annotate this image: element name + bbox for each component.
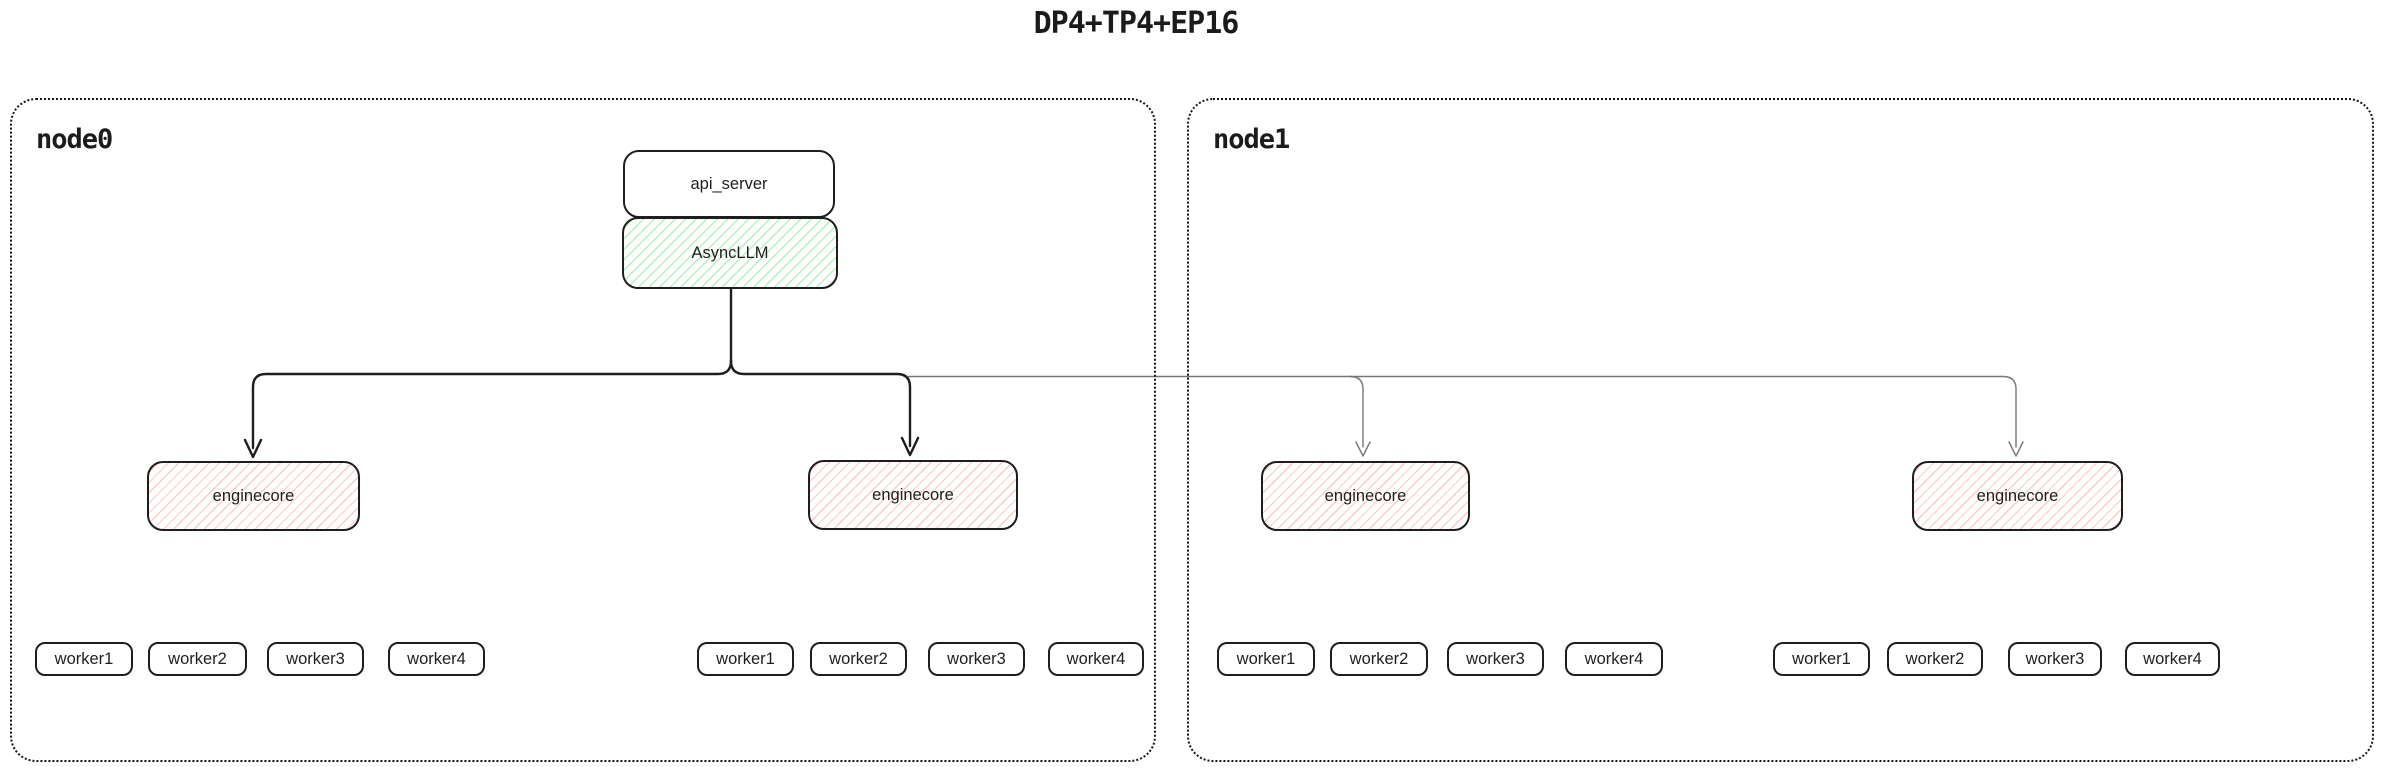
worker-box: worker1 — [1773, 642, 1870, 676]
node1-enginecore-2: enginecore — [1912, 461, 2123, 531]
worker-box: worker2 — [148, 642, 247, 676]
worker-box: worker4 — [2125, 642, 2220, 676]
worker-label: worker1 — [716, 649, 775, 668]
worker-label: worker2 — [1905, 649, 1965, 668]
enginecore-label: enginecore — [1976, 486, 2059, 505]
api-server-label: api_server — [690, 174, 768, 193]
worker-box: worker2 — [1887, 642, 1983, 676]
worker-label: worker4 — [1066, 649, 1126, 668]
worker-box: worker3 — [928, 642, 1025, 676]
node0-label: node0 — [36, 124, 113, 155]
node1-container: node1 — [1187, 98, 2374, 762]
diagram-title: DP4+TP4+EP16 — [1033, 6, 1240, 41]
asyncllm-box: AsyncLLM — [622, 217, 838, 289]
worker-label: worker3 — [2025, 649, 2085, 668]
worker-label: worker2 — [1349, 649, 1409, 668]
enginecore-label: enginecore — [872, 485, 954, 504]
worker-label: worker3 — [286, 649, 345, 668]
node1-enginecore-1: enginecore — [1261, 461, 1470, 531]
worker-label: worker1 — [1792, 649, 1851, 668]
worker-label: worker1 — [1236, 649, 1296, 668]
worker-box: worker4 — [1048, 642, 1144, 676]
worker-label: worker4 — [407, 649, 466, 668]
node0-enginecore-2: enginecore — [808, 460, 1018, 530]
node0-enginecore-1: enginecore — [147, 461, 360, 531]
worker-box: worker1 — [697, 642, 794, 676]
worker-box: worker3 — [267, 642, 364, 676]
enginecore-label: enginecore — [1324, 486, 1407, 505]
worker-box: worker4 — [388, 642, 485, 676]
worker-label: worker3 — [947, 649, 1006, 668]
worker-box: worker3 — [2008, 642, 2102, 676]
worker-box: worker2 — [810, 642, 907, 676]
worker-box: worker1 — [35, 642, 133, 676]
worker-label: worker3 — [1466, 649, 1525, 668]
enginecore-label: enginecore — [212, 486, 295, 505]
worker-label: worker4 — [1584, 649, 1644, 668]
asyncllm-label: AsyncLLM — [691, 243, 769, 262]
worker-box: worker3 — [1447, 642, 1544, 676]
node0-container: node0 — [10, 98, 1156, 762]
node1-label: node1 — [1213, 124, 1290, 155]
worker-box: worker2 — [1330, 642, 1428, 676]
worker-label: worker2 — [168, 649, 227, 668]
worker-box: worker1 — [1217, 642, 1315, 676]
worker-label: worker4 — [2143, 649, 2202, 668]
api-server-box: api_server — [623, 150, 835, 218]
worker-label: worker2 — [829, 649, 888, 668]
worker-box: worker4 — [1565, 642, 1663, 676]
worker-label: worker1 — [54, 649, 114, 668]
